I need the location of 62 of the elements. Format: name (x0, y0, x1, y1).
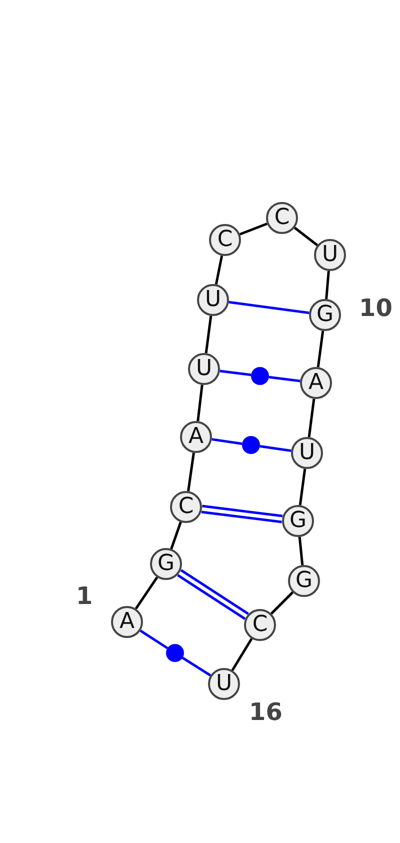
nucleotide-circle (188, 353, 220, 385)
nucleotide-circle (309, 299, 341, 331)
base-pair-line (182, 656, 212, 676)
backbone-line (316, 330, 324, 368)
backbone-line (298, 536, 304, 566)
backbone-line (204, 316, 212, 354)
base-pair-line (268, 376, 300, 382)
base-pair-line (202, 504, 283, 518)
backbone-line (270, 591, 294, 615)
pair-dot (251, 367, 269, 385)
base-pair-line (140, 630, 168, 650)
nucleotide-letter: A (119, 611, 135, 633)
nucleotide-letter: C (274, 207, 290, 229)
backbone-line (187, 452, 195, 492)
nucleotide-letter: C (252, 614, 268, 636)
nucleotide-letter: U (216, 673, 232, 695)
nucleotide-circle (111, 606, 143, 638)
pair-dot (166, 644, 184, 662)
nucleotide-circle (291, 437, 323, 469)
nucleotide-letter: G (316, 304, 334, 326)
position-number: 10 (359, 296, 392, 320)
position-number: 1 (76, 584, 93, 608)
nucleotide-circle (209, 224, 241, 256)
nucleotide-letter: A (188, 426, 204, 448)
nucleotide-letter: C (217, 229, 233, 251)
backbone-line (325, 270, 330, 300)
nucleotide-letter: U (298, 442, 316, 464)
nucleotide-letter: G (289, 510, 307, 532)
nucleotide-circle (208, 668, 240, 700)
nucleotide-circle (282, 505, 314, 537)
backbone-line (134, 576, 158, 610)
nucleotide-circle (288, 565, 320, 597)
nucleotide-letter: G (157, 553, 175, 575)
backbone-line (239, 222, 268, 236)
backbone-line (196, 384, 204, 422)
nucleotide-letter: G (295, 570, 313, 592)
backbone-line (308, 398, 316, 438)
nucleotide-circle (244, 609, 276, 641)
base-pair-line (220, 370, 252, 376)
position-number: 16 (249, 700, 282, 724)
backbone-line (298, 468, 306, 506)
nucleotide-letter: U (322, 244, 338, 266)
nucleotide-letter: C (178, 496, 194, 518)
nucleotide-circle (197, 284, 229, 316)
base-pair-line (201, 510, 282, 524)
nucleotide-circle (300, 367, 332, 399)
pair-dot (242, 436, 260, 454)
nucleotide-letter: A (308, 372, 324, 394)
backbone-line (294, 226, 318, 246)
backbone-line (231, 638, 253, 671)
nucleotide-circle (180, 421, 212, 453)
backbone-line (214, 255, 224, 285)
base-pair-line (228, 300, 310, 314)
base-pair-line (260, 445, 292, 452)
nucleotide-letter: U (204, 289, 222, 311)
nucleotide-circle (266, 202, 298, 234)
nucleotide-circle (314, 239, 346, 271)
nucleotide-circle (150, 548, 182, 580)
backbone-line (170, 522, 182, 550)
base-pair-line (212, 438, 242, 445)
nucleotide-letter: U (196, 358, 212, 380)
nucleotide-circle (170, 491, 202, 523)
